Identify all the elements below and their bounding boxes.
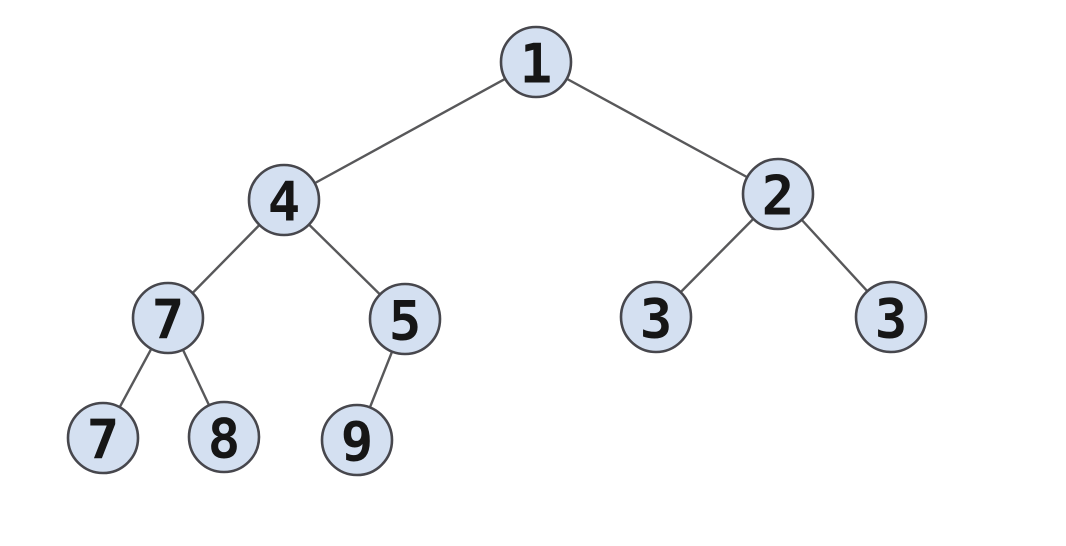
tree-node-lr: 5: [368, 282, 442, 356]
tree-node-label-ll: 7: [152, 289, 185, 352]
tree-node-label-l: 4: [268, 171, 301, 234]
tree-node-ll: 7: [131, 281, 205, 355]
tree-node-root: 1: [499, 25, 573, 99]
tree-node-lrl: 9: [320, 403, 394, 477]
tree-edge-root-l: [283, 60, 537, 202]
tree-node-label-lrl: 9: [341, 411, 374, 474]
tree-node-rl: 3: [619, 280, 693, 354]
tree-node-circle-lr: [368, 282, 442, 356]
tree-node-rr: 3: [854, 280, 928, 354]
tree-edge-root-r: [535, 60, 779, 196]
tree-node-circle-rr: [854, 280, 928, 354]
tree-node-circle-lll: [66, 401, 140, 475]
tree-node-l: 4: [247, 163, 321, 237]
tree-node-circle-l: [247, 163, 321, 237]
tree-node-lll: 7: [66, 401, 140, 475]
tree-node-r: 2: [741, 157, 815, 231]
tree-node-circle-ll: [131, 281, 205, 355]
tree-node-label-llr: 8: [208, 408, 241, 471]
tree-node-label-lll: 7: [87, 409, 120, 472]
tree-node-circle-root: [499, 25, 573, 99]
tree-node-label-rl: 3: [640, 288, 673, 351]
tree-node-label-r: 2: [762, 165, 795, 228]
tree-node-label-root: 1: [520, 33, 553, 96]
tree-node-circle-rl: [619, 280, 693, 354]
tree-node-circle-llr: [187, 400, 261, 474]
tree-node-label-rr: 3: [875, 288, 908, 351]
tree-node-circle-lrl: [320, 403, 394, 477]
tree-node-llr: 8: [187, 400, 261, 474]
tree-node-circle-r: [741, 157, 815, 231]
tree-node-label-lr: 5: [389, 290, 422, 353]
